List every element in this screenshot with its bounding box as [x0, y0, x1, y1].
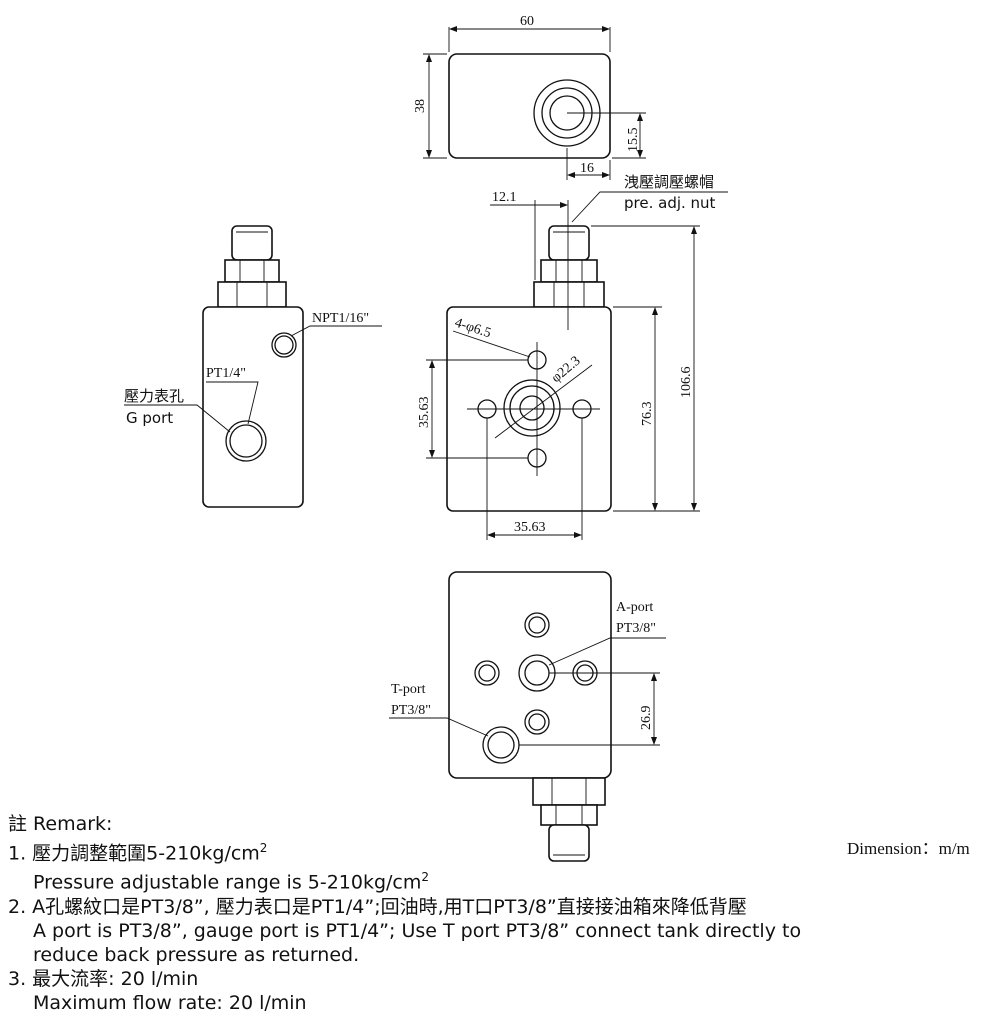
dim-horiz-pitch: 35.63: [514, 520, 546, 535]
bottom-adj-cap: [548, 824, 590, 862]
side-hex-nut-upper: [224, 259, 280, 283]
dim-port-offset: 26.9: [639, 706, 654, 731]
remark-1-cn-sup: 2: [259, 841, 268, 855]
b-hole-bottom-outer: [524, 709, 550, 735]
label-nut-en: pre. adj. nut: [624, 194, 716, 212]
b-hole-top-inner: [528, 616, 546, 634]
side-adj-cap: [231, 225, 273, 261]
b-hole-left-outer: [474, 660, 500, 686]
remark-2-en-2: reduce back pressure as returned.: [33, 943, 360, 966]
side-view-body: [202, 306, 304, 508]
label-npt: NPT1/16": [312, 311, 369, 326]
remark-1-en-sup: 2: [421, 870, 430, 885]
label-gport-cn: 壓力表孔: [124, 387, 184, 405]
front-view: 4-φ6.5 φ22.3 12.1 洩壓調壓螺帽 pre. adj. nut 3…: [417, 173, 728, 540]
bottom-view-body: [448, 571, 612, 779]
b-hole-bottom-inner: [528, 713, 546, 731]
front-hex-nut-lower: [533, 281, 605, 308]
remark-title: 註 Remark:: [8, 813, 113, 835]
b-hole-top-outer: [524, 612, 550, 638]
dim-total-height: 106.6: [679, 367, 694, 399]
remark-1-en: Pressure adjustable range is 5-210kg/cm2: [8, 865, 908, 894]
b-hole-left-inner: [478, 664, 496, 682]
npt-port-inner: [274, 335, 294, 355]
remark-3-en: Maximum flow rate: 20 l/min: [33, 991, 307, 1014]
bottom-hex-nut-upper: [532, 777, 606, 806]
bore-outer: [503, 379, 561, 437]
label-gport-en: G port: [126, 409, 173, 427]
remark-1-cn-text: 1. 壓力調整範圍5-210kg/cm: [8, 842, 260, 865]
front-hex-nut-upper: [540, 259, 598, 283]
label-tport-size: PT3/8": [391, 703, 431, 718]
label-aport: A-port: [616, 600, 653, 615]
label-pt14: PT1/4": [206, 366, 246, 381]
dim-body-height: 76.3: [640, 402, 655, 427]
dim-top-offset-w: 16: [580, 161, 594, 176]
remark-2-en-1: A port is PT3/8”, gauge port is PT1/4”; …: [33, 919, 802, 942]
dim-top-height: 38: [413, 99, 428, 113]
remark-1-en-text: Pressure adjustable range is 5-210kg/cm: [33, 871, 422, 894]
remarks: 註 Remark: 1. 壓力調整範圍5-210kg/cm2 Pressure …: [8, 812, 908, 1015]
label-aport-size: PT3/8": [616, 621, 656, 636]
remark-1-cn: 1. 壓力調整範圍5-210kg/cm2: [8, 836, 908, 865]
top-view: 60 38 15.5 16: [413, 14, 646, 180]
front-adj-cap: [548, 225, 590, 261]
bottom-view: A-port PT3/8" T-port PT3/8" 26.9: [389, 571, 666, 862]
bore-inner: [519, 395, 545, 421]
top-view-body: [448, 53, 611, 159]
t-port-inner: [487, 731, 515, 759]
label-nut-cn: 洩壓調壓螺帽: [624, 173, 714, 191]
npt-port-outer: [271, 332, 297, 358]
dim-top-width: 60: [520, 14, 534, 29]
side-view: NPT1/16" PT1/4" 壓力表孔 G port: [124, 225, 382, 508]
dim-nut-offset: 12.1: [492, 190, 517, 205]
remark-3-cn: 3. 最大流率: 20 l/min: [8, 967, 199, 990]
side-hex-nut-lower: [217, 281, 287, 308]
label-tport: T-port: [391, 682, 426, 697]
dim-top-offset-h: 15.5: [626, 128, 641, 153]
remark-2-cn: 2. A孔螺紋口是PT3/8”, 壓力表口是PT1/4”;回油時,用T口PT3/…: [8, 895, 747, 918]
dimension-unit: Dimension：m/m: [847, 839, 970, 858]
dim-vert-pitch: 35.63: [417, 397, 432, 429]
gauge-port-inner: [229, 424, 263, 458]
bore-mid: [509, 385, 555, 431]
gauge-port-outer: [225, 420, 267, 462]
